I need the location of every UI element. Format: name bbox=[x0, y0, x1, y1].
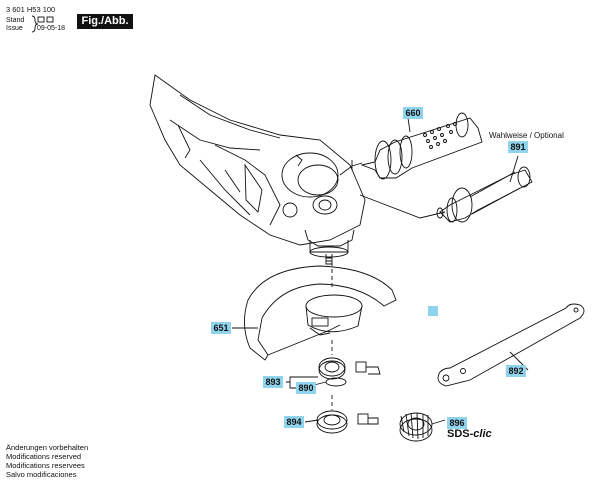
nut-896-drawing bbox=[399, 412, 433, 442]
grinder-body-drawing bbox=[149, 74, 366, 258]
callout-894: 894 bbox=[284, 416, 304, 428]
handle-891-drawing bbox=[436, 166, 533, 223]
callout-660: 660 bbox=[403, 107, 423, 119]
footer-notes: Änderungen vorbehalten Modifications res… bbox=[6, 443, 88, 479]
stand-label: Stand bbox=[6, 17, 25, 24]
handle-660-drawing bbox=[351, 112, 483, 180]
figure-label: Fig./Abb. 2 bbox=[77, 14, 133, 42]
highlight-marker bbox=[428, 306, 438, 316]
footer-line: Modifications reserved bbox=[6, 452, 82, 461]
spindle-drawing bbox=[325, 254, 333, 265]
callout-651: 651 bbox=[211, 322, 231, 334]
callout-896: 896 bbox=[447, 417, 467, 429]
footer-line: Salvo modificaciones bbox=[6, 470, 77, 479]
callout-893: 893 bbox=[263, 376, 283, 388]
flange-893-drawing bbox=[318, 357, 381, 387]
callout-890: 890 bbox=[296, 382, 316, 394]
stand-brace-icon bbox=[31, 15, 39, 33]
optional-label: Wahlweise / Optional bbox=[489, 131, 564, 140]
sds-suffix: clic bbox=[473, 428, 492, 440]
stand-date: 09-05-18 bbox=[37, 25, 66, 32]
date-icon bbox=[37, 16, 54, 23]
sds-prefix: SDS- bbox=[447, 428, 474, 440]
wrench-drawing bbox=[437, 303, 585, 387]
nut-894-drawing bbox=[316, 410, 379, 434]
part-number: 3 601 H53 100 bbox=[6, 5, 56, 14]
issue-label: Issue bbox=[6, 25, 23, 32]
sds-clic-label: SDS-clic bbox=[447, 428, 492, 440]
footer-line: Änderungen vorbehalten bbox=[6, 443, 89, 452]
callout-892: 892 bbox=[506, 365, 526, 377]
guard-drawing bbox=[244, 265, 397, 361]
callout-891: 891 bbox=[508, 141, 528, 153]
footer-line: Modifications reservees bbox=[6, 461, 85, 470]
